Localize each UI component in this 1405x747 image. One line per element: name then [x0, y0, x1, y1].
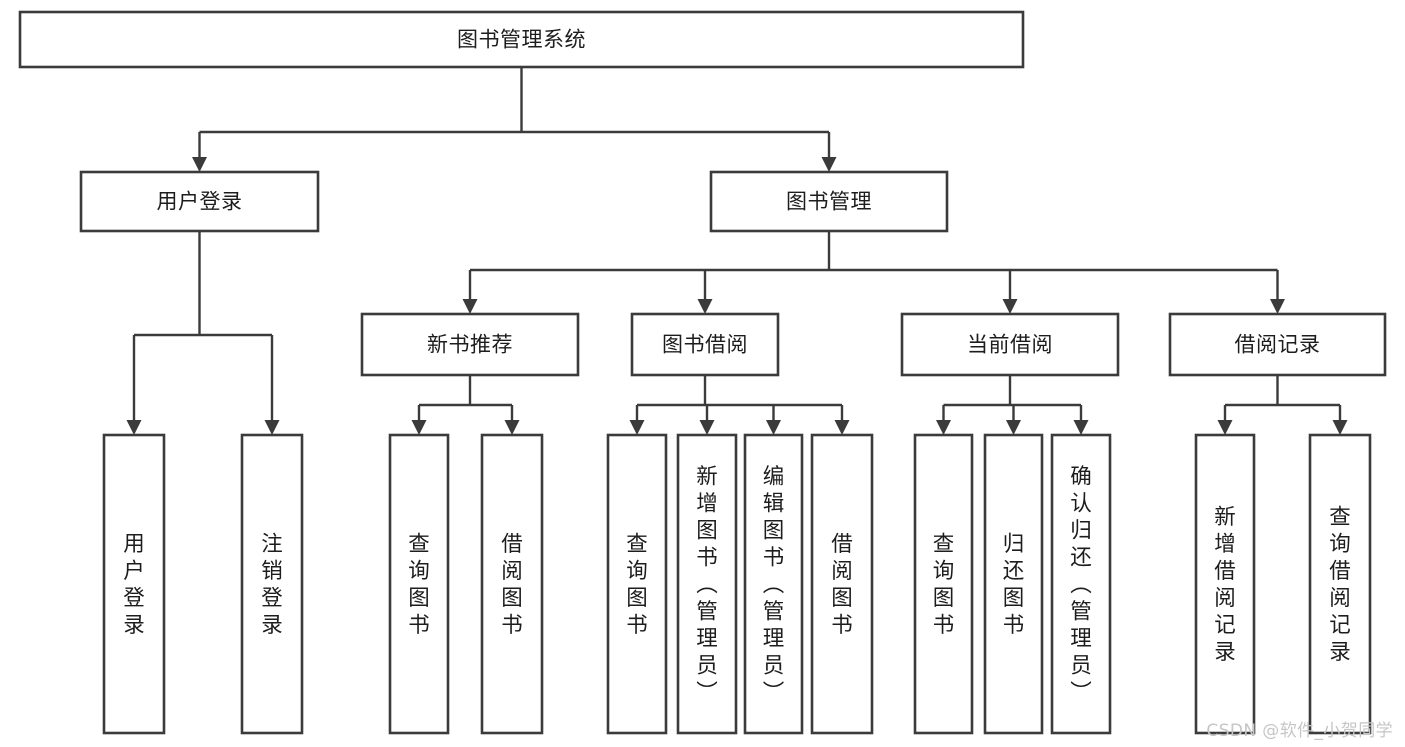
node-box[interactable]	[983, 433, 1044, 735]
arrow-head-icon	[192, 157, 207, 172]
csdn-watermark: CSDN @软件_小贺同学	[1206, 721, 1393, 741]
arrow-head-icon	[1332, 420, 1348, 435]
node-box[interactable]	[1308, 433, 1372, 735]
leaf-node[interactable]: 新增图书︵管理员︶	[676, 433, 738, 735]
node-label: 用户登录	[157, 190, 243, 214]
arrow-head-icon	[834, 420, 850, 435]
arrow-head-icon	[1002, 299, 1018, 314]
root-node[interactable]: 图书管理系统	[18, 10, 1025, 69]
leaf-node[interactable]: 注销登录	[240, 433, 304, 735]
leaf-node[interactable]: 查询借阅记录	[1308, 433, 1372, 735]
node-label: 用户登录	[123, 532, 145, 638]
arrow-head-icon	[699, 420, 715, 435]
arrow-head-icon	[1217, 420, 1233, 435]
node-box[interactable]	[676, 433, 738, 735]
level3-node[interactable]: 借阅记录	[1168, 312, 1387, 377]
node-box[interactable]	[606, 433, 668, 735]
arrow-head-icon	[126, 420, 142, 435]
node-label: 图书借阅	[662, 333, 748, 357]
node-label: 图书管理	[786, 190, 872, 214]
level2-node[interactable]: 用户登录	[79, 170, 320, 233]
leaf-node[interactable]: 归还图书	[983, 433, 1044, 735]
arrow-head-icon	[697, 299, 713, 314]
leaf-node[interactable]: 借阅图书	[480, 433, 544, 735]
node-label: 新增图书︵管理员︶	[696, 465, 718, 706]
node-label: 新书推荐	[427, 333, 513, 357]
arrow-head-icon	[504, 420, 520, 435]
leaf-node[interactable]: 新增借阅记录	[1194, 433, 1256, 735]
node-label: 新增借阅记录	[1214, 505, 1236, 665]
node-box[interactable]	[709, 170, 949, 233]
arrow-head-icon	[1270, 299, 1285, 314]
leaf-node[interactable]: 确认归还︵管理员︶	[1050, 433, 1112, 735]
node-label: 当前借阅	[967, 333, 1053, 357]
leaf-node[interactable]: 查询图书	[388, 433, 450, 735]
node-label: 借阅记录	[1235, 333, 1321, 357]
node-box[interactable]	[900, 312, 1120, 377]
nodes-layer: 图书管理系统用户登录图书管理新书推荐图书借阅当前借阅借阅记录用户登录注销登录查询…	[18, 10, 1387, 735]
arrow-head-icon	[821, 157, 837, 172]
arrow-head-icon	[766, 420, 781, 435]
leaf-node[interactable]: 查询图书	[606, 433, 668, 735]
level3-node[interactable]: 当前借阅	[900, 312, 1120, 377]
leaf-node[interactable]: 编辑图书︵管理员︶	[743, 433, 804, 735]
node-label: 借阅图书	[501, 532, 523, 638]
level2-node[interactable]: 图书管理	[709, 170, 949, 233]
node-box[interactable]	[743, 433, 804, 735]
node-box[interactable]	[1194, 433, 1256, 735]
node-label: 归还图书	[1003, 532, 1025, 638]
node-label: 注销登录	[261, 532, 283, 638]
node-box[interactable]	[240, 433, 304, 735]
arrow-head-icon	[1006, 420, 1021, 435]
node-label: 查询图书	[626, 532, 648, 638]
node-label: 借阅图书	[831, 532, 853, 638]
connectors-layer	[126, 67, 1348, 435]
node-label: 图书管理系统	[457, 28, 586, 52]
arrow-head-icon	[1073, 420, 1089, 435]
node-box[interactable]	[1050, 433, 1112, 735]
node-box[interactable]	[630, 312, 780, 377]
node-label: 确认归还︵管理员︶	[1070, 465, 1092, 706]
node-box[interactable]	[1168, 312, 1387, 377]
arrow-head-icon	[411, 420, 427, 435]
node-box[interactable]	[360, 312, 580, 377]
level3-node[interactable]: 图书借阅	[630, 312, 780, 377]
level3-node[interactable]: 新书推荐	[360, 312, 580, 377]
node-box[interactable]	[18, 10, 1025, 69]
node-box[interactable]	[913, 433, 974, 735]
arrow-head-icon	[462, 299, 478, 314]
node-label: 查询图书	[933, 532, 955, 638]
leaf-node[interactable]: 借阅图书	[810, 433, 874, 735]
node-box[interactable]	[810, 433, 874, 735]
arrow-head-icon	[629, 420, 645, 435]
node-box[interactable]	[102, 433, 166, 735]
node-box[interactable]	[388, 433, 450, 735]
node-box[interactable]	[480, 433, 544, 735]
node-label: 查询借阅记录	[1329, 505, 1351, 665]
node-label: 查询图书	[408, 532, 430, 638]
arrow-head-icon	[264, 420, 280, 435]
leaf-node[interactable]: 查询图书	[913, 433, 974, 735]
node-label: 编辑图书︵管理员︶	[763, 465, 785, 706]
arrow-head-icon	[936, 420, 951, 435]
node-box[interactable]	[79, 170, 320, 233]
leaf-node[interactable]: 用户登录	[102, 433, 166, 735]
